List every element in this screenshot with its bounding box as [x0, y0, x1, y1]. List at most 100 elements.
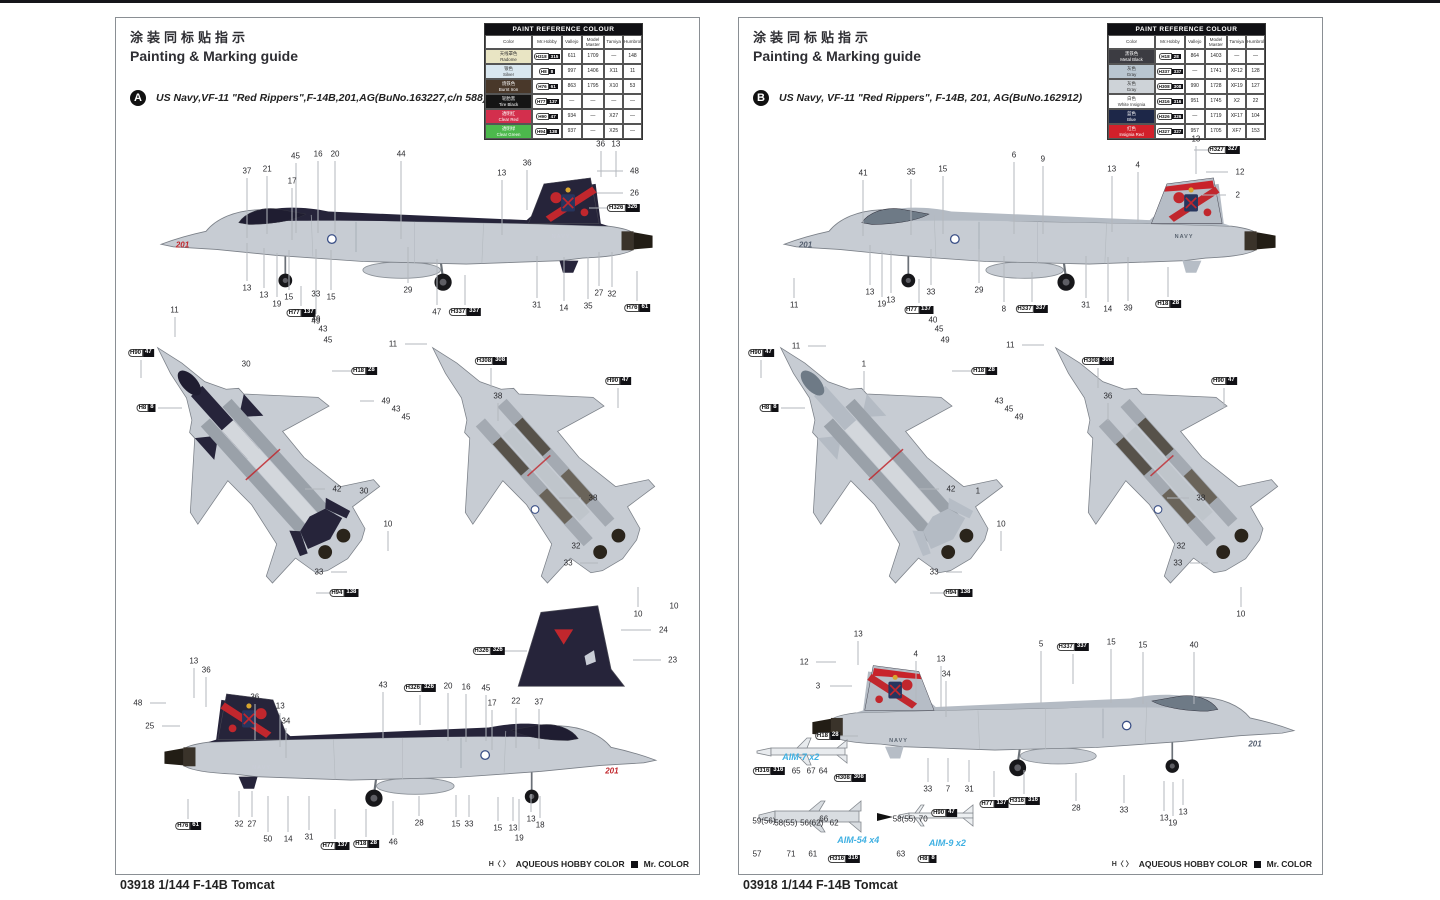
- part-number-callout: 22: [511, 696, 521, 706]
- part-number-callout: 12: [799, 657, 809, 667]
- leader-line: [382, 691, 384, 738]
- leader-line: [334, 160, 336, 233]
- humbrol-cell: 153: [1246, 124, 1265, 139]
- part-number-callout: 36: [596, 139, 606, 149]
- leader-line: [587, 256, 589, 299]
- tamiya-cell: XF7: [1227, 124, 1247, 139]
- part-number-callout: 13: [1191, 134, 1201, 144]
- leader-line: [793, 278, 795, 299]
- aqueous-label: AQUEOUS HOBBY COLOR: [515, 859, 625, 869]
- column-header: Tamiya: [604, 35, 624, 49]
- part-number-callout: 11: [791, 341, 801, 351]
- part-number-callout: 39: [1123, 303, 1133, 313]
- leader-line: [968, 759, 970, 782]
- leader-line: [1205, 171, 1228, 173]
- leader-line: [947, 757, 949, 782]
- part-number-callout: 33: [929, 567, 939, 577]
- part-number-callout: 27: [247, 819, 257, 829]
- leader-line: [1182, 778, 1184, 805]
- header-chinese: 涂装同标贴指示: [753, 30, 873, 45]
- part-number-callout: 29: [403, 285, 413, 295]
- part-number-callout: 25: [145, 721, 155, 731]
- part-number-callout: 13: [508, 823, 518, 833]
- part-number-callout: 61: [808, 849, 818, 859]
- model-master-cell: 1709: [581, 49, 605, 64]
- part-number-callout: 32: [607, 289, 617, 299]
- leader-line: [254, 704, 256, 741]
- leader-line: [140, 359, 142, 378]
- nose-modex: 201: [605, 766, 619, 776]
- vallejo-cell: —: [561, 94, 582, 109]
- part-number-callout: 13: [259, 290, 269, 300]
- leader-line: [890, 250, 892, 293]
- leader-line: [246, 178, 248, 239]
- part-number-callout: 13: [497, 168, 507, 178]
- leader-line: [238, 791, 240, 818]
- missile-label: AIM-7 x2: [782, 751, 820, 762]
- leader-line: [863, 371, 865, 392]
- model-master-cell: 1728: [1204, 79, 1228, 94]
- part-number-callout: 11: [1006, 340, 1015, 350]
- part-number-callout: 23: [668, 655, 678, 665]
- part-number-callout: 15: [938, 164, 948, 174]
- part-number-callout: 45: [291, 151, 300, 160]
- part-number-callout: 12: [1235, 167, 1245, 177]
- part-number-callout: 15: [1138, 640, 1148, 650]
- tamiya-cell: X27: [604, 109, 624, 124]
- part-number-callout: 45: [323, 335, 333, 345]
- part-number-callout: 33: [311, 289, 321, 299]
- page-header: 涂装同标贴指示 Painting & Marking guide: [130, 27, 298, 64]
- part-number-callout: 50: [263, 834, 273, 844]
- leader-line: [436, 258, 438, 305]
- kit-code-title: 03918 1/144 F-14B Tomcat: [743, 878, 898, 892]
- part-number-callout: 15: [493, 823, 503, 833]
- humbrol-cell: 127: [1246, 79, 1265, 94]
- leader-line: [918, 278, 919, 303]
- model-master-cell: —: [581, 109, 605, 124]
- part-number-callout: 36: [522, 158, 532, 168]
- part-number-callout: 15: [1106, 637, 1116, 647]
- tamiya-cell: XF12: [1227, 64, 1247, 79]
- header-english: Painting & Marking guide: [130, 48, 299, 64]
- leader-line: [263, 247, 265, 288]
- leader-line: [1110, 649, 1112, 704]
- leader-line: [464, 274, 466, 305]
- part-number-callout: 67: [806, 766, 816, 776]
- part-number-callout: 34: [281, 716, 291, 726]
- leader-line: [636, 270, 638, 301]
- part-number-callout: 17: [487, 698, 497, 708]
- leader-line: [526, 170, 528, 211]
- model-master-cell: —: [581, 94, 605, 109]
- leader-line: [1042, 166, 1044, 235]
- humbrol-cell: 104: [1246, 109, 1265, 124]
- leader-line: [300, 286, 302, 307]
- tamiya-cell: X2: [1227, 94, 1247, 109]
- leader-line: [993, 770, 995, 797]
- part-number-callout: 13: [936, 654, 946, 664]
- leader-line: [978, 249, 980, 284]
- leader-line: [596, 170, 623, 172]
- leader-line: [468, 795, 470, 818]
- part-number-callout: 30: [359, 486, 369, 496]
- page-a: 涂装同标贴指示 Painting & Marking guide A US Na…: [115, 14, 700, 898]
- leader-line: [174, 316, 175, 337]
- leader-line: [485, 694, 487, 741]
- leader-line: [611, 251, 613, 287]
- part-number-callout: 46: [388, 837, 398, 847]
- part-number-callout: 29: [974, 285, 984, 295]
- f14-bottom-view-drawing: [979, 278, 1348, 657]
- leader-line: [942, 175, 944, 234]
- leader-line: [266, 176, 268, 235]
